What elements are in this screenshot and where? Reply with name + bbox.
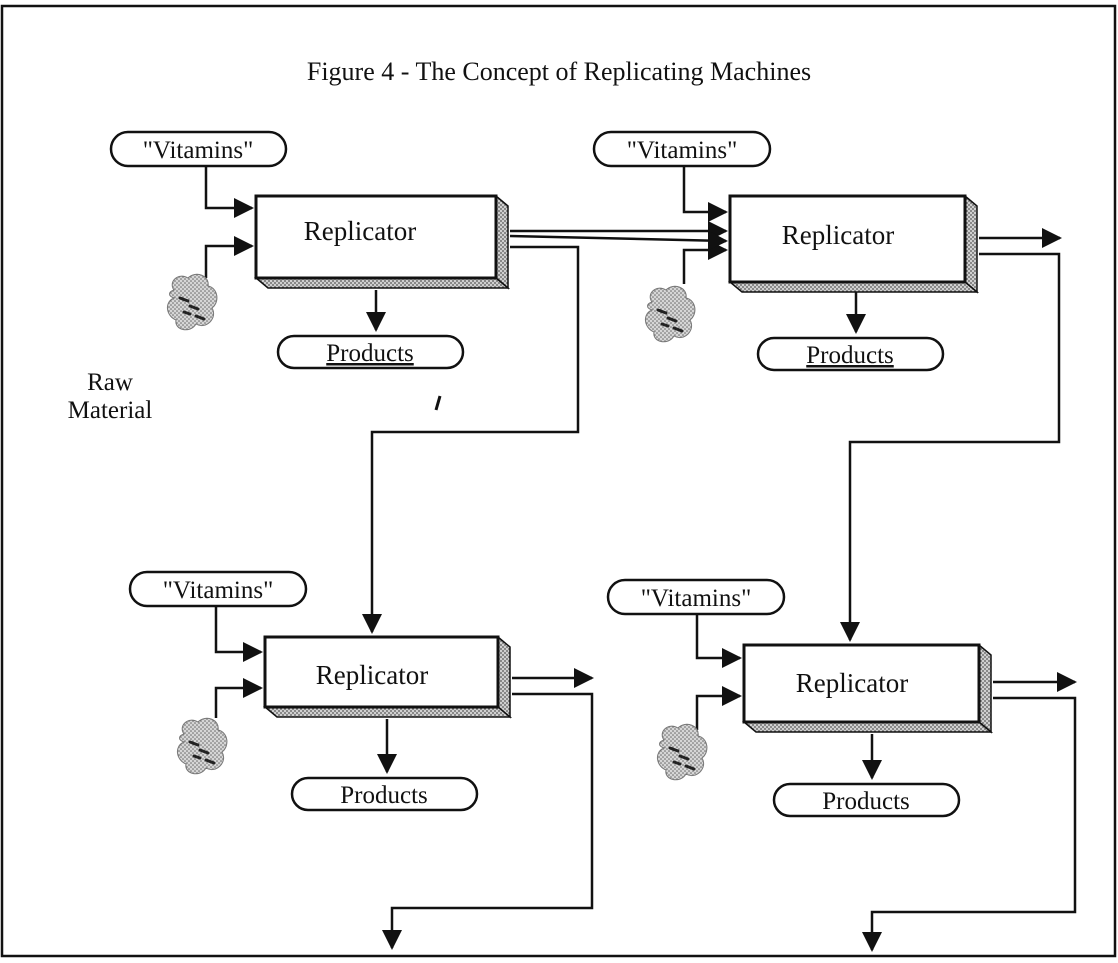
products-2-pill (756, 336, 945, 372)
raw-material-label-line1: Raw (87, 369, 133, 396)
products-4-pill (772, 782, 961, 818)
vitamins-4-label: "Vitamins" (641, 585, 752, 612)
replicator-2-to-4-arrow (840, 252, 1061, 642)
replicator-2-depth-right (964, 194, 978, 294)
figure-frame (0, 4, 1117, 958)
raw-material-4-icon (655, 722, 709, 782)
vitamins-1-label: "Vitamins" (143, 137, 254, 164)
stray-mark (434, 395, 442, 411)
replicator-1-to-3-arrow (362, 245, 580, 634)
products-3-label: Products (340, 782, 428, 809)
vitamins-2-arrow (682, 166, 728, 222)
vitamins-2-pill (592, 130, 772, 168)
raw-2-arrow (682, 240, 728, 284)
replicator-3-label: Replicator (316, 660, 428, 690)
raw-1-arrow (204, 236, 254, 278)
raw-3-arrow (214, 678, 263, 718)
products-1-label: Products (326, 340, 414, 367)
vitamins-3-arrow (214, 606, 263, 662)
replicator-4-depth-right (978, 643, 992, 734)
replicator-3-box (263, 635, 500, 709)
vitamins-2-label: "Vitamins" (627, 137, 738, 164)
replicator-4-label: Replicator (796, 668, 908, 698)
vitamins-1-pill (109, 130, 288, 168)
products-1-pill (276, 334, 465, 370)
raw-4-arrow (695, 686, 742, 730)
replicator-1-to-2-arrow-b (509, 230, 728, 251)
replicator-unit-2: Replicator "Vitamins" Products (592, 130, 1062, 372)
replicator-3-depth-right (497, 635, 511, 719)
replicator-4-box (742, 643, 981, 724)
replicator-unit-1: Replicator "Vitamins" Products (109, 130, 511, 370)
replicator-4-down-arrow (862, 696, 1077, 952)
vitamins-3-label: "Vitamins" (163, 577, 274, 604)
replicator-unit-3: Replicator "Vitamins" Products (128, 570, 594, 950)
replicator-1-depth-right (495, 194, 509, 290)
raw-material-label-line2: Material (68, 397, 153, 424)
vitamins-3-pill (128, 570, 308, 608)
figure-title: Figure 4 - The Concept of Replicating Ma… (307, 57, 811, 86)
raw-material-2-icon (643, 284, 697, 344)
replicator-2-box (728, 194, 967, 284)
replicator-1-box (254, 194, 498, 280)
raw-material-3-icon (175, 716, 229, 776)
products-3-pill (290, 776, 479, 812)
replicator-3-down-arrow (382, 692, 594, 950)
replicator-unit-4: Replicator "Vitamins" Products (606, 578, 1077, 952)
vitamins-1-arrow (204, 166, 254, 218)
replicator-1-label: Replicator (304, 216, 416, 246)
vitamins-4-arrow (695, 614, 742, 668)
products-4-label: Products (822, 788, 910, 815)
raw-material-1-icon (165, 272, 219, 332)
replicator-2-label: Replicator (782, 220, 894, 250)
products-2-label: Products (806, 342, 894, 369)
